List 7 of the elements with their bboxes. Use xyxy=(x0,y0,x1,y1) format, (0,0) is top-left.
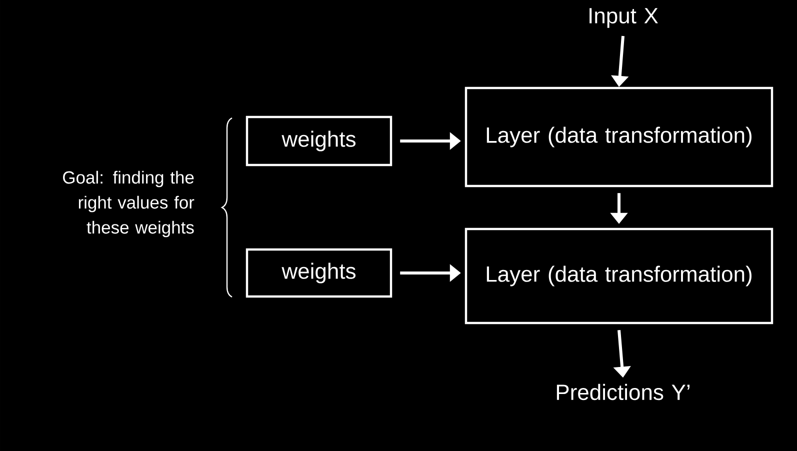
process-box: weights xyxy=(246,116,392,166)
process-box: Layer (data transformation) xyxy=(464,228,774,324)
process-box: weights xyxy=(246,248,392,298)
process-box: Layer (data transformation) xyxy=(464,86,774,188)
note-text: Goal: finding the right values for these weights xyxy=(63,170,194,238)
node-text: Input X xyxy=(590,8,658,28)
node-text: Predictions Y’ xyxy=(556,384,690,400)
